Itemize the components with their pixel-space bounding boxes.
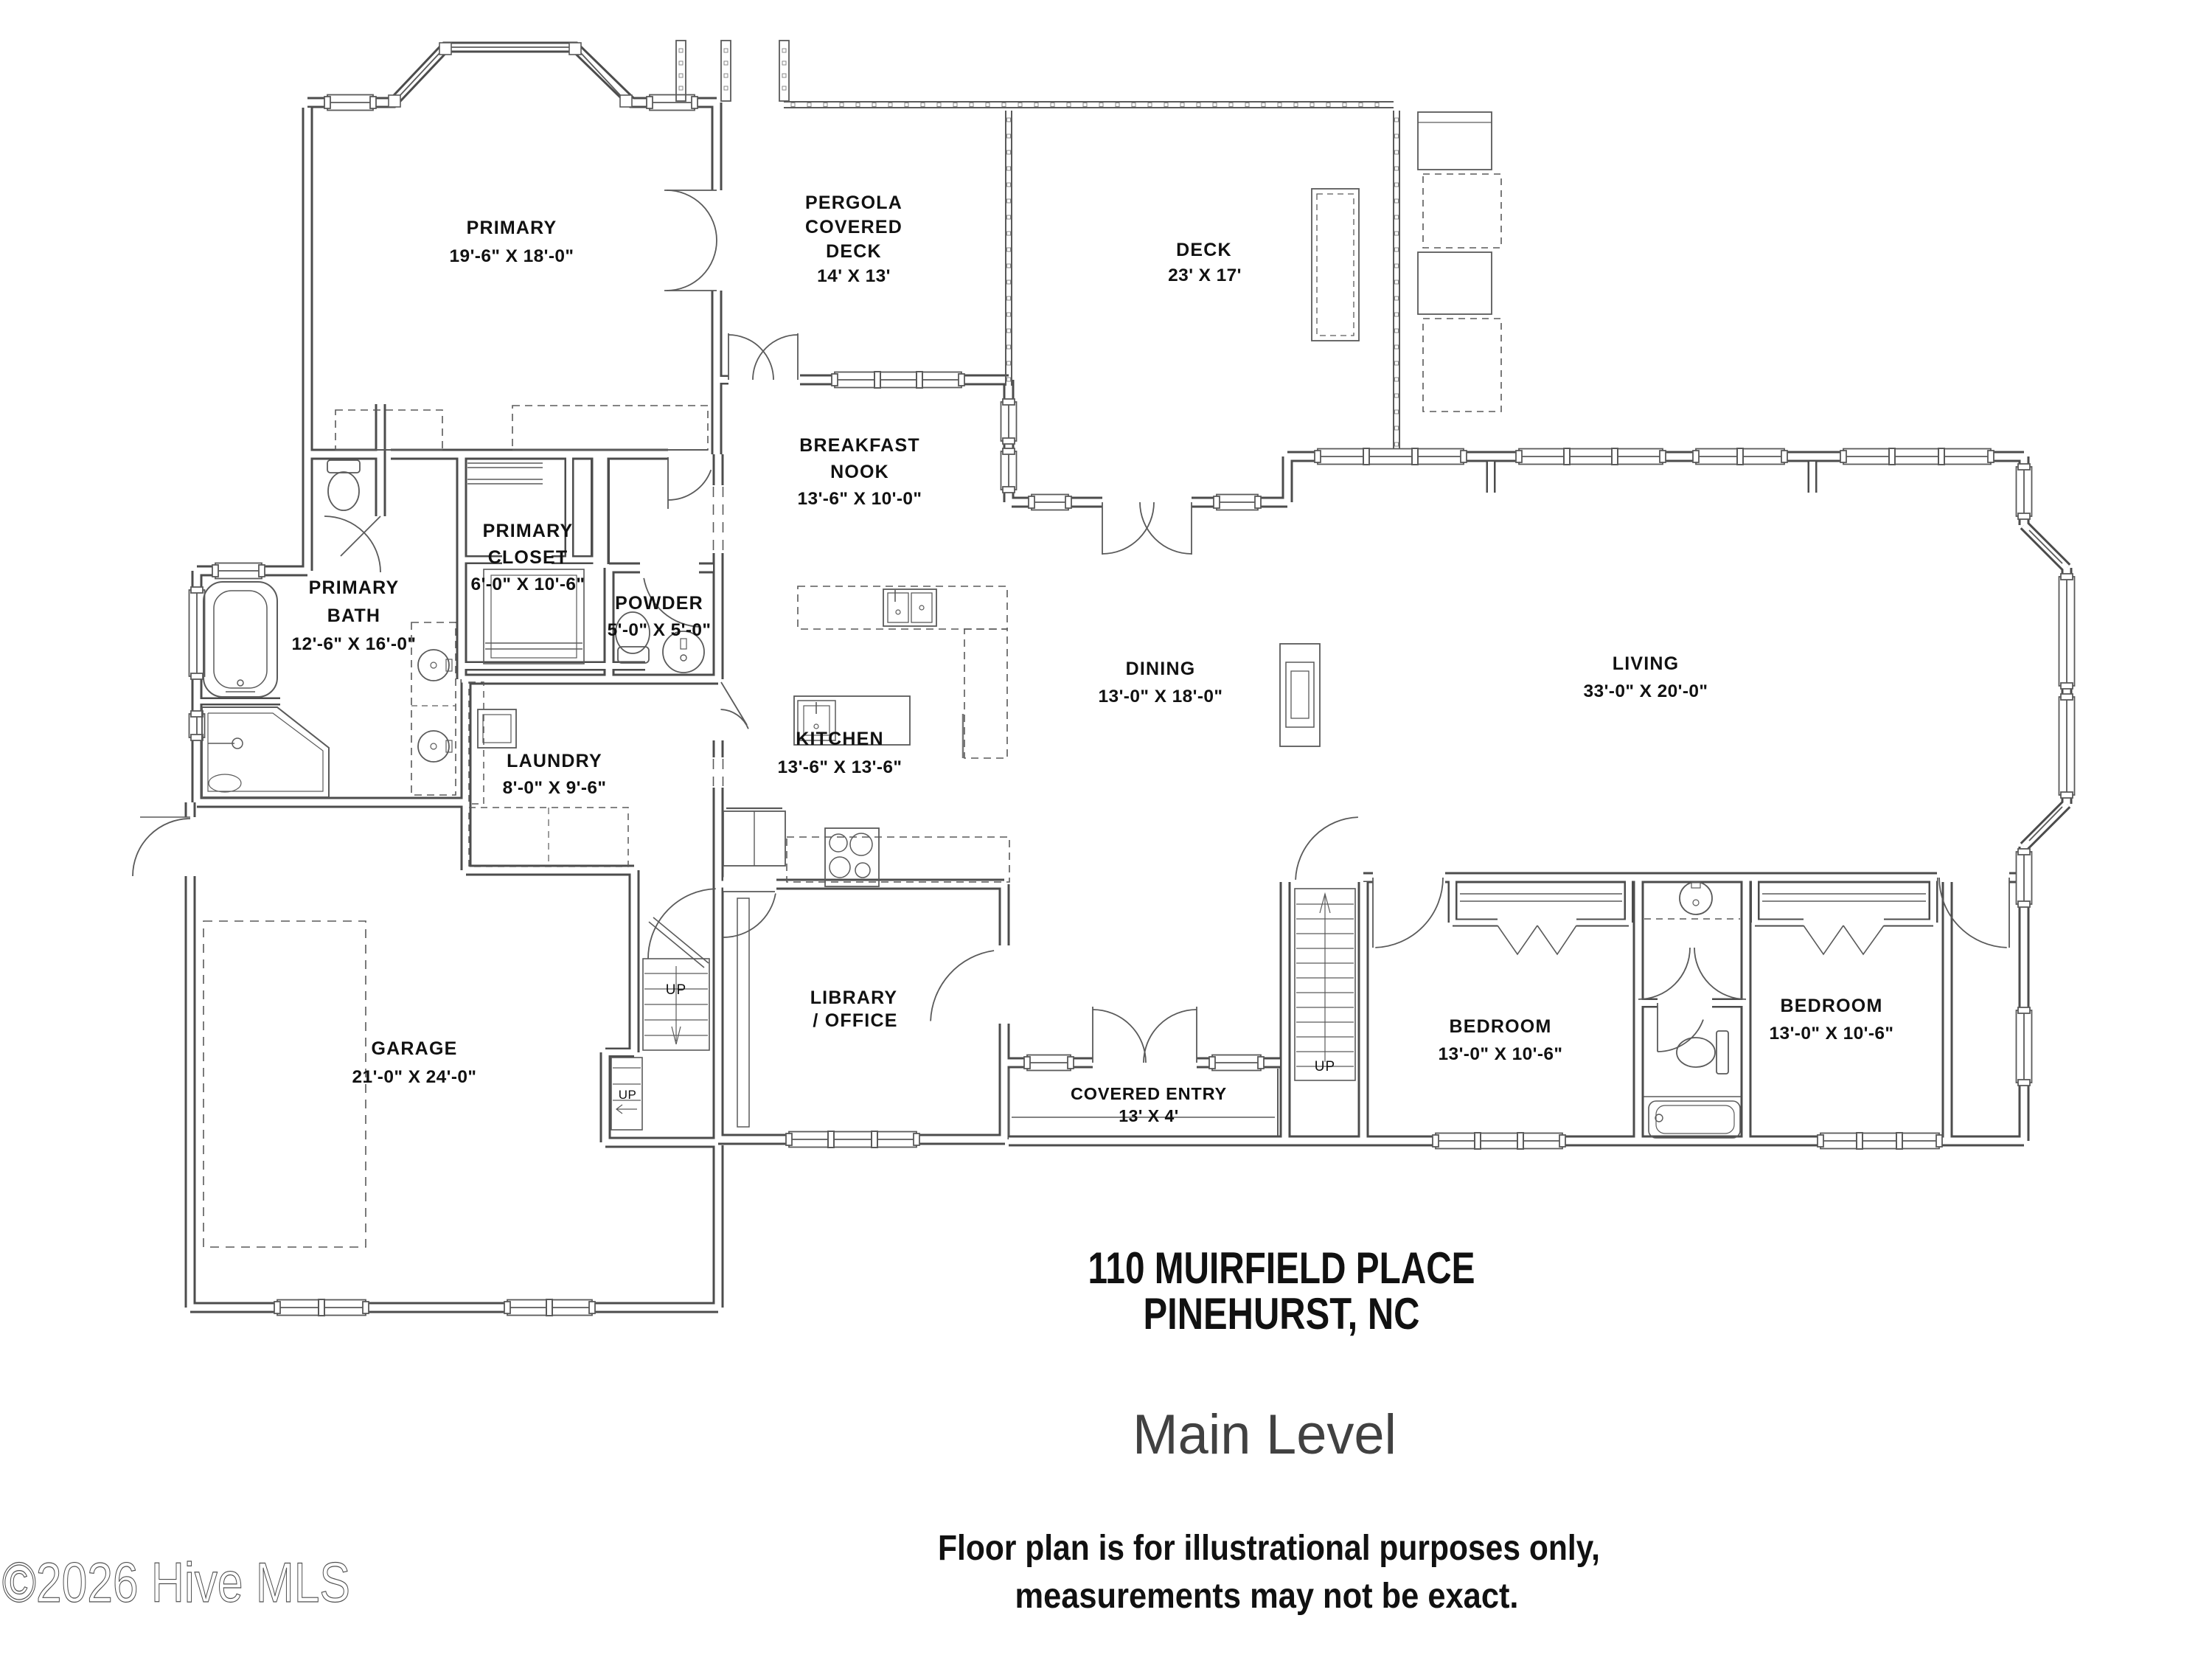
svg-text:23' X 17': 23' X 17' xyxy=(1168,265,1242,285)
svg-text:110 MUIRFIELD PLACE: 110 MUIRFIELD PLACE xyxy=(1088,1243,1475,1293)
svg-text:BEDROOM: BEDROOM xyxy=(1450,1016,1552,1037)
svg-text:PERGOLA: PERGOLA xyxy=(805,192,902,213)
svg-text:13'-6" X 10'-0": 13'-6" X 10'-0" xyxy=(798,489,922,509)
svg-text:Floor plan is for illustration: Floor plan is for illustrational purpose… xyxy=(938,1529,1600,1568)
svg-text:CLOSET: CLOSET xyxy=(488,547,568,568)
svg-text:/ OFFICE: / OFFICE xyxy=(813,1010,897,1031)
svg-text:13'-0" X 18'-0": 13'-0" X 18'-0" xyxy=(1099,687,1223,706)
svg-text:BATH: BATH xyxy=(327,605,380,626)
svg-text:COVERED: COVERED xyxy=(805,217,902,237)
svg-text:NOOK: NOOK xyxy=(830,462,889,482)
svg-text:GARAGE: GARAGE xyxy=(372,1038,458,1059)
svg-text:DECK: DECK xyxy=(1176,240,1232,260)
svg-text:13'-0" X 10'-6": 13'-0" X 10'-6" xyxy=(1439,1044,1563,1064)
svg-text:BREAKFAST: BREAKFAST xyxy=(799,435,920,456)
svg-text:UP: UP xyxy=(666,982,686,998)
svg-text:COVERED ENTRY: COVERED ENTRY xyxy=(1071,1084,1227,1103)
svg-text:BEDROOM: BEDROOM xyxy=(1781,996,1883,1016)
svg-text:13'-0" X 10'-6": 13'-0" X 10'-6" xyxy=(1770,1024,1894,1044)
svg-text:12'-6" X 16'-0": 12'-6" X 16'-0" xyxy=(292,634,417,654)
svg-text:21'-0" X 24'-0": 21'-0" X 24'-0" xyxy=(352,1067,477,1087)
svg-text:DECK: DECK xyxy=(826,241,882,262)
svg-text:measurements may not be exact.: measurements may not be exact. xyxy=(1015,1577,1519,1616)
svg-text:19'-6" X 18'-0": 19'-6" X 18'-0" xyxy=(450,246,574,266)
svg-text:POWDER: POWDER xyxy=(615,593,703,614)
svg-text:PINEHURST, NC: PINEHURST, NC xyxy=(1144,1289,1420,1339)
svg-text:Main Level: Main Level xyxy=(1133,1403,1397,1466)
svg-text:UP: UP xyxy=(619,1088,637,1102)
svg-text:©2026 Hive MLS: ©2026 Hive MLS xyxy=(2,1552,350,1614)
svg-text:13' X 4': 13' X 4' xyxy=(1119,1106,1178,1125)
svg-text:33'-0" X 20'-0": 33'-0" X 20'-0" xyxy=(1584,681,1708,701)
svg-text:KITCHEN: KITCHEN xyxy=(796,729,884,749)
svg-text:5'-0" X 5'-0": 5'-0" X 5'-0" xyxy=(608,620,712,640)
svg-text:PRIMARY: PRIMARY xyxy=(483,521,574,541)
svg-text:LIBRARY: LIBRARY xyxy=(810,987,898,1008)
svg-text:PRIMARY: PRIMARY xyxy=(467,218,557,238)
svg-text:13'-6" X 13'-6": 13'-6" X 13'-6" xyxy=(778,757,902,777)
svg-text:LIVING: LIVING xyxy=(1613,653,1680,674)
svg-text:14' X 13': 14' X 13' xyxy=(817,266,891,286)
svg-text:UP: UP xyxy=(1315,1059,1335,1074)
svg-text:PRIMARY: PRIMARY xyxy=(309,577,400,598)
svg-text:DINING: DINING xyxy=(1126,659,1196,679)
svg-text:6'-0" X 10'-6": 6'-0" X 10'-6" xyxy=(471,574,585,594)
svg-text:8'-0" X 9'-6": 8'-0" X 9'-6" xyxy=(503,778,607,798)
svg-text:LAUNDRY: LAUNDRY xyxy=(507,751,602,771)
